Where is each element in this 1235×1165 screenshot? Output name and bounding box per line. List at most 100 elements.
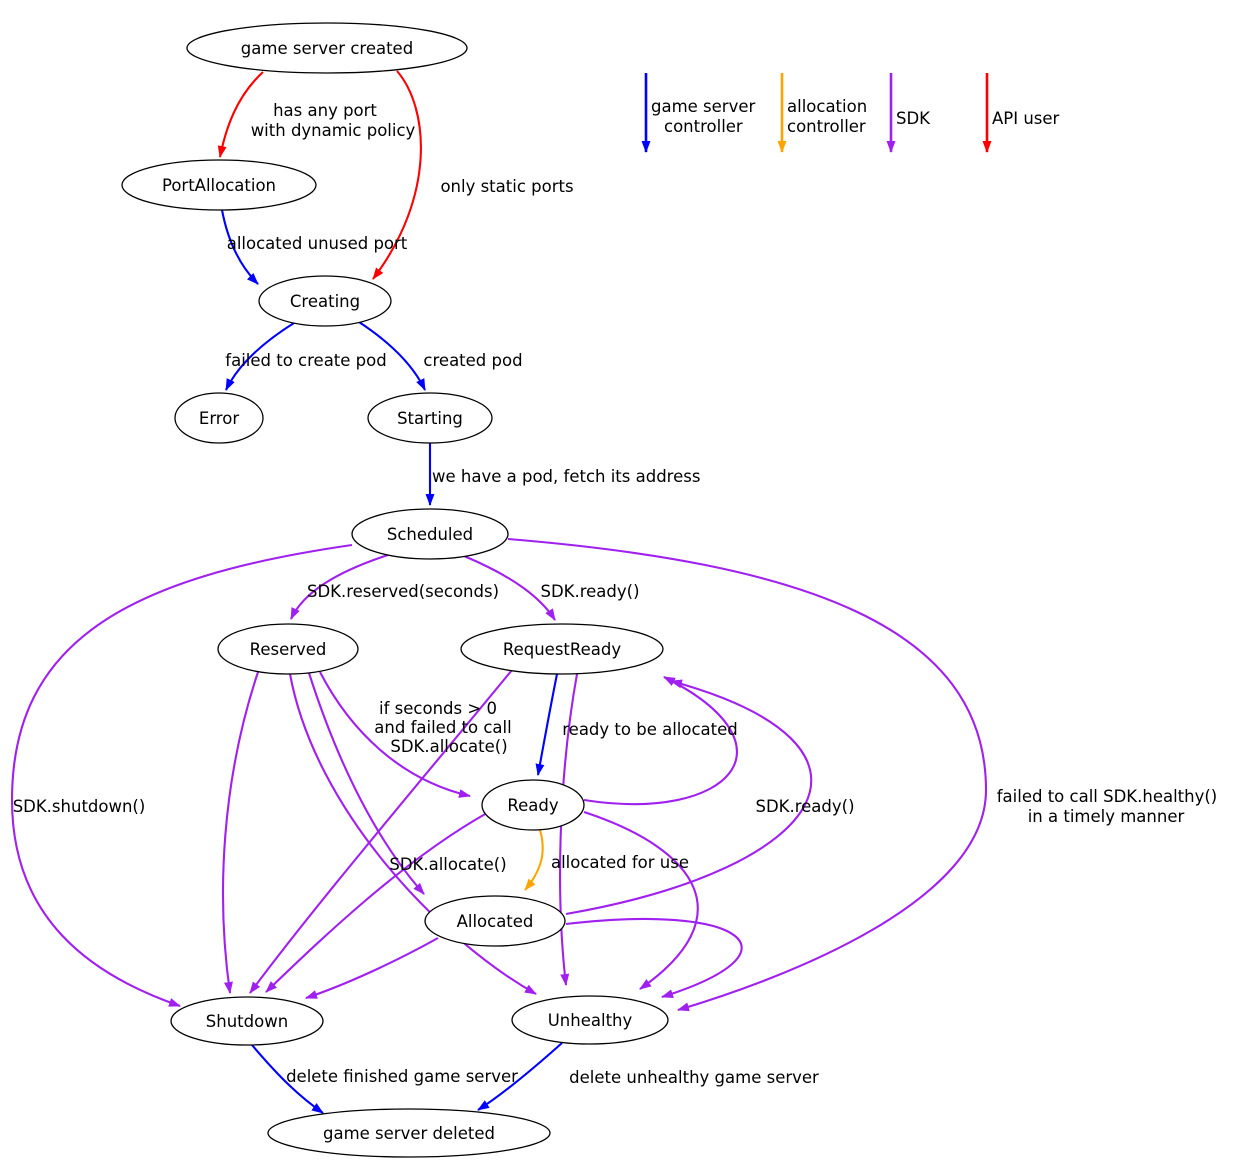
node-error: Error [174,392,264,444]
edge-label-has-any-port: has any port [273,101,377,120]
node-reserved: Reserved [217,623,359,675]
edge-scheduled-unhealthy [507,537,988,1012]
edge-created-portallocation [217,71,264,158]
node-label-starting: Starting [397,409,463,428]
edge-creating-error [225,322,295,391]
edge-label-sdk-ready-right: SDK.ready() [755,797,854,816]
node-label-ready: Ready [507,796,558,815]
edge-label-has-any-port-2: with dynamic policy [251,121,416,140]
legend-label-game-server-controller-2: controller [664,117,743,136]
edge-label-failed-healthy-1: failed to call SDK.healthy() [997,787,1217,806]
edge-shutdown-deleted [251,1044,324,1114]
node-creating: Creating [258,275,392,327]
legend-label-allocation-controller-2: controller [787,117,866,136]
edge-created-creating [372,70,422,280]
edge-label-sdk-shutdown: SDK.shutdown() [13,797,146,816]
node-ready: Ready [481,779,585,831]
edge-reserved-unhealthy [288,673,537,995]
edge-reserved-ready [319,671,471,798]
node-label-scheduled: Scheduled [387,525,473,544]
node-ellipse-shutdown [170,996,324,1046]
edge-portallocation-creating [220,209,259,285]
edge-scheduled-requestready [463,555,556,621]
legend: game server controller allocation contro… [641,73,1060,153]
edge-label-delete-finished: delete finished game server [286,1067,518,1086]
edge-label-if-seconds-2: and failed to call [374,718,511,737]
edge-ready-shutdown [265,812,488,993]
edge-requestready-ready [535,673,559,776]
edge-label-only-static-ports: only static ports [440,177,573,196]
legend-label-sdk: SDK [896,109,931,128]
node-label-deleted: game server deleted [323,1124,495,1143]
node-ellipse-starting [367,392,493,444]
edge-scheduled-shutdown [10,543,353,1007]
edge-label-sdk-ready-top: SDK.ready() [540,582,639,601]
edge-ready-unhealthy [583,811,699,990]
legend-label-allocation-controller-1: allocation [787,97,867,116]
node-label-created: game server created [241,39,413,58]
edge-ready-allocated [524,829,544,891]
node-unhealthy: Unhealthy [511,995,669,1045]
edge-creating-starting [358,321,426,391]
node-ellipse-error [174,392,264,444]
edge-unhealthy-deleted [477,1042,563,1111]
node-ellipse-scheduled [351,508,509,560]
node-ellipse-ready [481,779,585,831]
edge-label-sdk-reserved: SDK.reserved(seconds) [307,582,499,601]
edge-label-if-seconds-1: if seconds > 0 [379,699,497,718]
node-ellipse-created [186,22,468,74]
edge-reserved-allocated [307,672,425,895]
node-label-creating: Creating [290,292,360,311]
edge-label-allocated-for-use: allocated for use [551,853,689,872]
node-portallocation: PortAllocation [121,159,317,211]
legend-item-allocation-controller: allocation controller [777,73,867,153]
edge-reserved-shutdown [221,671,259,994]
edge-label-sdk-allocate: SDK.allocate() [389,855,506,874]
edge-label-delete-unhealthy: delete unhealthy game server [569,1068,819,1087]
node-label-unhealthy: Unhealthy [548,1011,633,1030]
node-ellipse-requestready [460,623,664,675]
edge-label-created-pod: created pod [423,351,522,370]
edge-label-ready-to-be-allocated: ready to be allocated [562,720,738,739]
edge-requestready-unhealthy [559,673,579,986]
legend-label-api-user: API user [992,109,1060,128]
node-starting: Starting [367,392,493,444]
edge-label-if-seconds-3: SDK.allocate() [390,737,507,756]
edge-label-allocated-unused-port: allocated unused port [227,234,408,253]
node-label-portallocation: PortAllocation [162,176,276,195]
edge-allocated-shutdown [305,937,439,999]
edge-ready-requestready [583,676,738,806]
node-ellipse-creating [258,275,392,327]
edge-label-failed-to-create-pod: failed to create pod [225,351,386,370]
edge-scheduled-reserved [290,553,392,620]
node-label-allocated: Allocated [457,912,534,931]
node-label-error: Error [199,409,239,428]
edge-allocated-unhealthy [565,918,743,999]
node-scheduled: Scheduled [351,508,509,560]
node-label-requestready: RequestReady [503,640,621,659]
node-label-shutdown: Shutdown [206,1012,288,1031]
node-ellipse-deleted [267,1108,551,1158]
nodes: game server created PortAllocation Creat… [121,22,669,1158]
node-deleted: game server deleted [267,1108,551,1158]
legend-item-sdk: SDK [886,73,931,153]
legend-item-game-server-controller: game server controller [641,73,756,153]
legend-label-game-server-controller-1: game server [651,97,756,116]
edge-label-failed-healthy-2: in a timely manner [1028,807,1185,826]
edges [10,70,988,1114]
edge-label-we-have-a-pod: we have a pod, fetch its address [432,467,700,486]
node-shutdown: Shutdown [170,996,324,1046]
node-allocated: Allocated [424,895,566,947]
node-ellipse-reserved [217,623,359,675]
edge-allocated-requestready [565,679,813,916]
edge-labels: has any port with dynamic policy only st… [13,101,1218,1087]
node-created: game server created [186,22,468,74]
node-ellipse-unhealthy [511,995,669,1045]
legend-item-api-user: API user [982,73,1060,153]
node-requestready: RequestReady [460,623,664,675]
node-ellipse-allocated [424,895,566,947]
node-ellipse-portallocation [121,159,317,211]
edge-requestready-shutdown [249,669,513,994]
